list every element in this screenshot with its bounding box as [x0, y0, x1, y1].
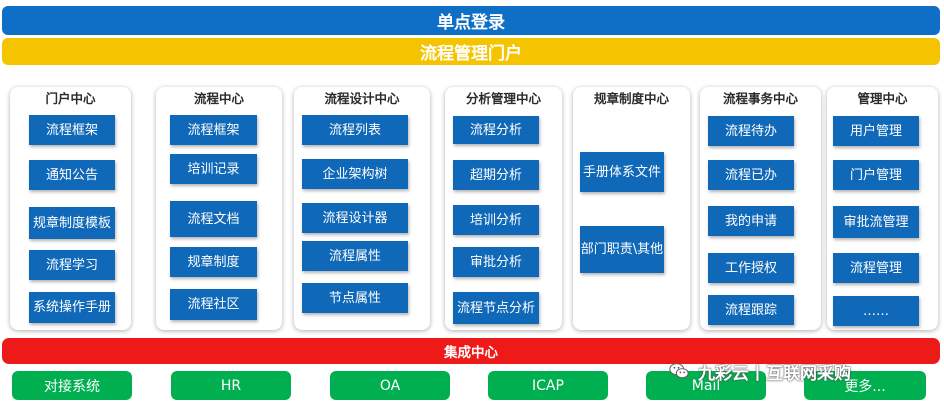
module-box: 审批流管理 [833, 206, 919, 238]
column-title: 流程设计中心 [324, 91, 400, 106]
column-1: 门户中心流程框架通知公告规章制度模板流程学习系统操作手册 [10, 87, 131, 330]
module-box: 流程跟踪 [708, 295, 794, 325]
module-box: 我的申请 [708, 206, 794, 236]
system-box: 更多... [804, 371, 926, 400]
module-box: 流程社区 [170, 289, 257, 320]
module-box: 审批分析 [453, 247, 539, 277]
module-box: 流程设计器 [302, 203, 408, 233]
module-box: 用户管理 [833, 116, 919, 146]
watermark: 九彩云丨互联网采购 [668, 357, 851, 385]
column-4: 分析管理中心流程分析超期分析培训分析审批分析流程节点分析 [445, 87, 562, 330]
module-box: 手册体系文件 [580, 152, 664, 192]
system-box: ICAP [488, 371, 608, 400]
module-box: 企业架构树 [302, 159, 408, 189]
watermark-text: 九彩云丨互联网采购 [698, 363, 851, 384]
system-box: OA [330, 371, 450, 400]
module-box: 流程学习 [29, 250, 115, 280]
system-box: Mail [646, 371, 766, 400]
module-box: 工作授权 [708, 253, 794, 283]
module-box: 流程属性 [302, 241, 408, 271]
module-box: 流程文档 [170, 201, 257, 237]
system-box: HR [171, 371, 291, 400]
module-box: 流程分析 [453, 116, 539, 144]
column-3: 流程设计中心流程列表企业架构树流程设计器流程属性节点属性 [294, 87, 430, 330]
module-box: 节点属性 [302, 283, 408, 313]
system-box: 对接系统 [12, 371, 132, 400]
column-title: 分析管理中心 [465, 91, 541, 106]
module-box: 流程框架 [29, 115, 115, 145]
column-title: 流程中心 [193, 91, 244, 106]
module-box: 部门职责\其他 [580, 226, 664, 273]
module-box: 规章制度模板 [29, 207, 115, 239]
column-5: 规章制度中心手册体系文件部门职责\其他 [573, 87, 690, 330]
portal-banner: 流程管理门户 [2, 38, 940, 65]
module-box: 流程已办 [708, 160, 794, 190]
column-title: 规章制度中心 [593, 91, 669, 106]
wechat-icon [669, 363, 689, 379]
module-box: 超期分析 [453, 160, 539, 190]
column-6: 流程事务中心流程待办流程已办我的申请工作授权流程跟踪 [700, 87, 821, 330]
column-7: 管理中心用户管理门户管理审批流管理流程管理 …… [827, 87, 938, 330]
integrated-systems-row: 对接系统 HR OA ICAP Mail 更多... [0, 371, 944, 401]
column-title: 流程事务中心 [722, 91, 798, 106]
module-box: 流程节点分析 [453, 292, 539, 324]
center-columns: 门户中心流程框架通知公告规章制度模板流程学习系统操作手册流程中心流程框架培训记录… [8, 87, 938, 332]
integration-center-banner: 集成中心 [2, 338, 940, 364]
module-box: 培训分析 [453, 205, 539, 235]
module-box: 流程管理 [833, 253, 919, 283]
sso-banner: 单点登录 [2, 6, 940, 35]
module-box: 门户管理 [833, 160, 919, 190]
module-box: 流程列表 [302, 115, 408, 145]
module-box: 规章制度 [170, 247, 257, 277]
module-box: …… [833, 296, 919, 326]
module-box: 流程待办 [708, 116, 794, 146]
column-title: 门户中心 [45, 91, 96, 106]
module-box: 流程框架 [170, 115, 257, 145]
module-box: 系统操作手册 [29, 292, 115, 323]
module-box: 通知公告 [29, 160, 115, 190]
module-box: 培训记录 [170, 154, 257, 184]
column-2: 流程中心流程框架培训记录流程文档规章制度流程社区 [156, 87, 282, 330]
column-title: 管理中心 [857, 91, 908, 106]
